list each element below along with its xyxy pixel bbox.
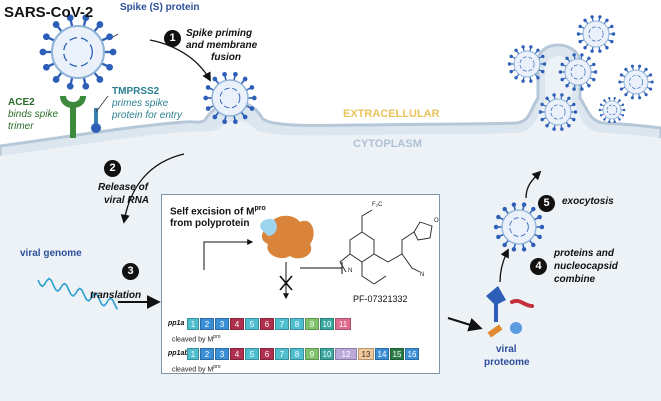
step-2-line-2: viral RNA [104, 195, 150, 206]
virion-main [39, 14, 117, 90]
translation-label: translation [90, 290, 142, 301]
pp1a-segment-10: 10 [320, 318, 334, 330]
virion-release-1 [576, 15, 616, 53]
viral-rna-strand [37, 277, 118, 310]
pp1ab-segment-4: 4 [230, 348, 244, 360]
step-4-line-3: combine [554, 274, 596, 285]
pp1ab-label: pp1ab [168, 350, 189, 357]
mpro-caption-text: Self excision of M [170, 206, 255, 218]
step-2-badge: 2 [104, 160, 121, 177]
step-5-badge: 5 [538, 195, 555, 212]
pp1ab-segment-10: 10 [320, 348, 334, 360]
ace2-receptor [60, 96, 86, 138]
arrow-step2 [120, 153, 185, 224]
pp1a-segment-5: 5 [245, 318, 259, 330]
mpro-caption-sup: pro [254, 205, 266, 212]
cytoplasm-label: CYTOPLASM [353, 138, 422, 150]
viral-genome-label: viral genome [20, 248, 82, 259]
pp1a-cleaved-label: cleaved by Mpro [172, 334, 220, 343]
pp1ab-segment-1: 1 [187, 348, 199, 360]
pp1ab-segment-8: 8 [290, 348, 304, 360]
pp1a-segment-1: 1 [187, 318, 199, 330]
viral-proteome-shapes [486, 286, 534, 338]
pp1ab-segment-13: 13 [358, 348, 374, 360]
virion-fusing [203, 71, 257, 125]
pp1a-label: pp1a [168, 320, 185, 327]
pp1ab-segment-7: 7 [275, 348, 289, 360]
pp1a-segment-6: 6 [260, 318, 274, 330]
extracellular-label: EXTRACELLULAR [343, 108, 440, 120]
pp1ab-segment-3: 3 [215, 348, 229, 360]
virion-assembled [493, 202, 545, 252]
virion-release-5 [538, 93, 578, 131]
pp1ab-segment-15: 15 [390, 348, 404, 360]
pp1a-segment-4: 4 [230, 318, 244, 330]
pp1ab-cleaved-sup: pro [213, 364, 221, 370]
step-3-badge: 3 [122, 263, 139, 280]
diagram-title: SARS-CoV-2 [4, 4, 94, 21]
exocytosis-label: exocytosis [562, 196, 614, 207]
step-4-line-1: proteins and [554, 248, 615, 259]
pp1ab-cleaved-text: cleaved by M [172, 366, 214, 374]
pp1a-cleaved-sup: pro [213, 334, 221, 340]
mpro-caption-line-1: Self excision of Mpro [170, 205, 266, 218]
step-1-line-2: and membrane [186, 40, 258, 51]
tmprss2-protease [91, 108, 101, 133]
arrow-step1 [149, 39, 211, 82]
tmprss2-pointer [95, 95, 109, 113]
step-4-line-2: nucleocapsid [554, 261, 618, 272]
step-1-line-3: fusion [211, 52, 241, 63]
pp1a-segment-2: 2 [200, 318, 214, 330]
pp1ab-segment-2: 2 [200, 348, 214, 360]
step-1-line-1: Spike priming [186, 28, 253, 39]
pp1a-segment-11: 11 [335, 318, 351, 330]
pp1a-cleaved-text: cleaved by M [172, 336, 214, 344]
pp1ab-segment-6: 6 [260, 348, 274, 360]
viral-proteome-line-2: proteome [484, 357, 530, 368]
pp1ab-segment-16: 16 [405, 348, 419, 360]
pp1ab-segment-5: 5 [245, 348, 259, 360]
pp1ab-cleaved-label: cleaved by Mpro [172, 364, 220, 373]
pp1ab-segment-14: 14 [375, 348, 389, 360]
ace2-desc-1: binds spike [8, 109, 59, 120]
spike-protein-label: Spike (S) protein [120, 2, 200, 13]
ace2-label: ACE2 [8, 97, 35, 108]
pp1a-segment-3: 3 [215, 318, 229, 330]
virions [39, 14, 654, 252]
arrow-to-proteome [447, 317, 483, 332]
pp1ab-segment-9: 9 [305, 348, 319, 360]
ace2-desc-2: trimer [8, 121, 34, 132]
pp1a-segment-7: 7 [275, 318, 289, 330]
arrow-step4 [499, 248, 509, 283]
virion-release-2 [507, 45, 547, 83]
step-4-badge: 4 [530, 258, 547, 275]
pp1a-segment-8: 8 [290, 318, 304, 330]
mpro-caption-line-2: from polyprotein [170, 218, 250, 229]
viral-proteome-line-1: viral [496, 344, 517, 355]
virion-release-4 [618, 64, 654, 100]
step-2-line-1: Release of [98, 182, 149, 193]
tmprss2-desc-2: protein for entry [112, 110, 183, 121]
tmprss2-label: TMPRSS2 [112, 86, 160, 97]
arrow-step5 [525, 170, 542, 199]
virion-release-3 [558, 53, 598, 91]
tmprss2-desc-1: primes spike [112, 98, 169, 109]
pp1a-segment-9: 9 [305, 318, 319, 330]
virion-release-6 [598, 96, 626, 124]
inhibitor-label: PF-07321332 [353, 294, 408, 304]
step-1-badge: 1 [164, 30, 181, 47]
pp1ab-segment-12: 12 [335, 348, 357, 360]
